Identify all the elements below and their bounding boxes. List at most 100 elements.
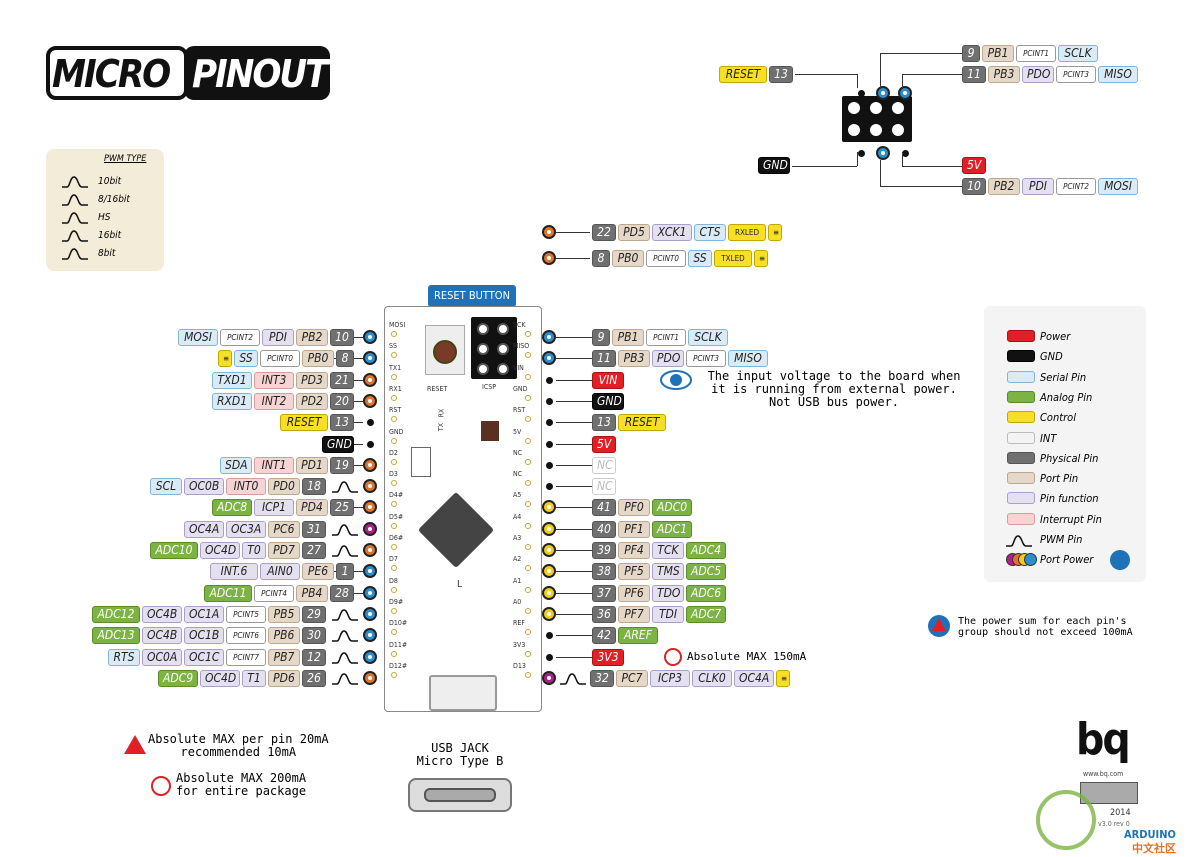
pin-label: T0: [242, 542, 266, 559]
pin-label: 9: [592, 329, 610, 346]
title-logo: MICRO PINOUT: [46, 46, 330, 100]
pin-label: PDO: [1022, 66, 1054, 83]
pin-label: PCINT3: [686, 350, 726, 367]
arduino-watermark: [1036, 790, 1096, 850]
pin-label: NC: [592, 457, 616, 474]
board-pin-label: 5V: [513, 428, 522, 436]
pin-label: 10: [330, 329, 354, 346]
pwm-type-item: 10bit: [98, 176, 122, 187]
pin-label: OC4B: [142, 606, 182, 623]
pin-label: PDO: [652, 350, 684, 367]
pin-label: 31: [302, 521, 326, 538]
pin-label: TXLED: [714, 250, 752, 267]
v33-note: Absolute MAX 150mA: [687, 650, 807, 663]
pin-label: PC7: [616, 670, 648, 687]
pin-label: SS: [688, 250, 712, 267]
pin-label: RXD1: [212, 393, 252, 410]
pin-label: OC0B: [184, 478, 224, 495]
pin-label: ADC6: [686, 585, 726, 602]
reset-switch[interactable]: [425, 325, 465, 375]
board-pin-label: RX1: [389, 385, 402, 393]
pin-label: 9: [962, 45, 980, 62]
pin-label: 12: [302, 649, 326, 666]
pin-label: 36: [592, 606, 616, 623]
pin-label: 18: [302, 478, 326, 495]
pin-label: 3V3: [592, 649, 624, 666]
pin-label: MOSI: [1098, 178, 1138, 195]
board-pin-label: D4#: [389, 491, 404, 499]
pin-label: ≡: [768, 224, 782, 241]
pin-label: PF4: [618, 542, 650, 559]
board-pin-label: MISO: [513, 342, 530, 350]
pin-label: PF0: [618, 499, 650, 516]
pin-label: OC4B: [142, 627, 182, 644]
pin-label: TXD1: [212, 372, 252, 389]
pin-label: ADC1: [652, 521, 692, 538]
pin-label: 39: [592, 542, 616, 559]
pin-label: PB5: [268, 606, 300, 623]
pin-marker: [546, 462, 553, 469]
pwm-icon: [332, 671, 358, 685]
legend-label: Pin function: [1040, 492, 1099, 506]
board-pin-label: D10#: [389, 619, 408, 627]
legend-pwm-icon: [1006, 533, 1032, 547]
pin-label: OC1B: [184, 627, 224, 644]
board-pin-label: NC: [513, 449, 523, 457]
pin-label: PB2: [296, 329, 328, 346]
pin-label: OC0A: [142, 649, 182, 666]
pin-label: 38: [592, 563, 616, 580]
pin-label: GND: [322, 436, 354, 453]
board-pin-label: D8: [389, 577, 398, 585]
pin-label: ADC8: [212, 499, 252, 516]
board-reset-label: RESET: [427, 385, 448, 393]
legend-label: GND: [1040, 350, 1063, 364]
pin-label: RESET: [719, 66, 767, 83]
pin-label: PCINT1: [1016, 45, 1056, 62]
warning-icon-pin: [124, 735, 146, 754]
pin-marker: [546, 419, 553, 426]
pin-marker: [546, 632, 553, 639]
pin-label: PCINT1: [646, 329, 686, 346]
pwm-type-item: 16bit: [98, 230, 122, 241]
bq-rev: v3.0 rev 0: [1098, 820, 1130, 828]
bq-url: www.bq.com: [1083, 770, 1124, 778]
legend-swatch: [1007, 411, 1035, 424]
pin-label: 26: [302, 670, 326, 687]
board-pin-label: SS: [389, 342, 397, 350]
pin-label: PD0: [268, 478, 300, 495]
pin-label: 25: [330, 499, 354, 516]
legend-swatch: [1007, 330, 1035, 342]
board-pin-label: SCK: [513, 321, 526, 329]
board-icsp-label: ICSP: [482, 383, 497, 391]
pin-label: PF5: [618, 563, 650, 580]
pin-label: XCK1: [652, 224, 692, 241]
pin-label: PD3: [296, 372, 328, 389]
legend-swatch: [1007, 472, 1035, 485]
mcu-chip: [417, 491, 495, 569]
pin-label: ≡: [754, 250, 768, 267]
pin-marker: [367, 419, 374, 426]
legend-label: Control: [1040, 411, 1076, 425]
watermark-cn: 中文社区: [1132, 842, 1176, 855]
pwm-wave-icon: [62, 228, 88, 242]
pin-label: OC4D: [200, 542, 240, 559]
pin-label: PB3: [988, 66, 1020, 83]
legend-label: Physical Pin: [1040, 451, 1099, 465]
pin-label: 30: [302, 627, 326, 644]
pin-label: PD7: [268, 542, 300, 559]
pin-label: PF7: [618, 606, 650, 623]
pin-marker: [546, 654, 553, 661]
board-pin-label: D5#: [389, 513, 404, 521]
pin-label: RXLED: [728, 224, 766, 241]
pin-label: INT1: [254, 457, 294, 474]
pin-label: ADC10: [150, 542, 198, 559]
pin-label: ICP1: [254, 499, 294, 516]
vin-info-icon: [660, 370, 692, 390]
prohibited-icon: [664, 648, 682, 666]
pin-label: AREF: [618, 627, 658, 644]
pin-label: ADC11: [204, 585, 252, 602]
